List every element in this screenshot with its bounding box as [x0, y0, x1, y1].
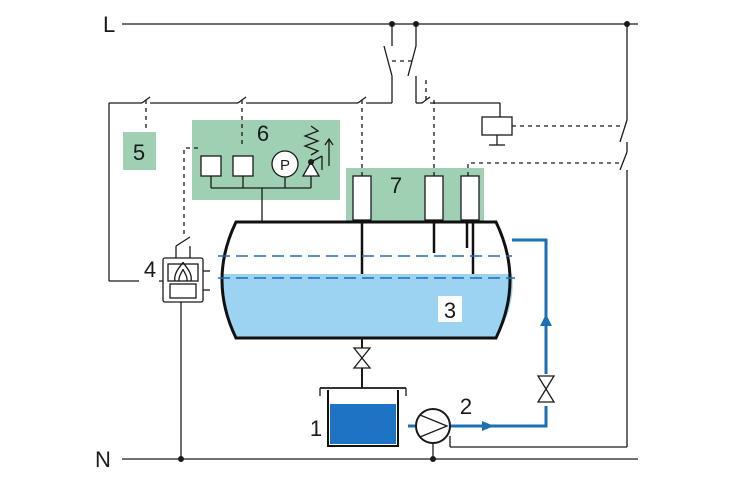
pressure-gauge-label: P	[280, 157, 290, 174]
control-module-5	[123, 132, 156, 170]
feed-valve-icon	[536, 375, 556, 403]
burner-label: 4	[144, 257, 156, 282]
neutral-rail-label: N	[95, 447, 111, 472]
relay-coil	[481, 116, 620, 146]
neutral-rail: N	[95, 447, 638, 472]
pressure-gauge: P	[271, 150, 299, 188]
pressure-control-label: 6	[257, 121, 269, 146]
pressure-switches	[200, 155, 311, 222]
live-rail: L	[103, 12, 638, 37]
boiler-vessel: 3	[218, 220, 515, 340]
junction-dots	[178, 21, 630, 462]
reservoir-label: 1	[310, 416, 322, 441]
level-probes	[352, 175, 480, 280]
feed-piping	[361, 238, 552, 431]
mechanical-links	[145, 60, 620, 236]
pump: 2	[415, 394, 472, 444]
reservoir-tank: 1	[310, 387, 407, 447]
pump-label: 2	[460, 394, 472, 419]
control-5-label: 5	[133, 140, 145, 165]
safety-valve-icon	[301, 125, 334, 188]
level-probes-label: 7	[390, 173, 402, 198]
burner: 4	[139, 236, 210, 303]
drain-valve-icon	[352, 347, 372, 369]
live-rail-label: L	[103, 12, 115, 37]
boiler-label: 3	[444, 298, 456, 323]
